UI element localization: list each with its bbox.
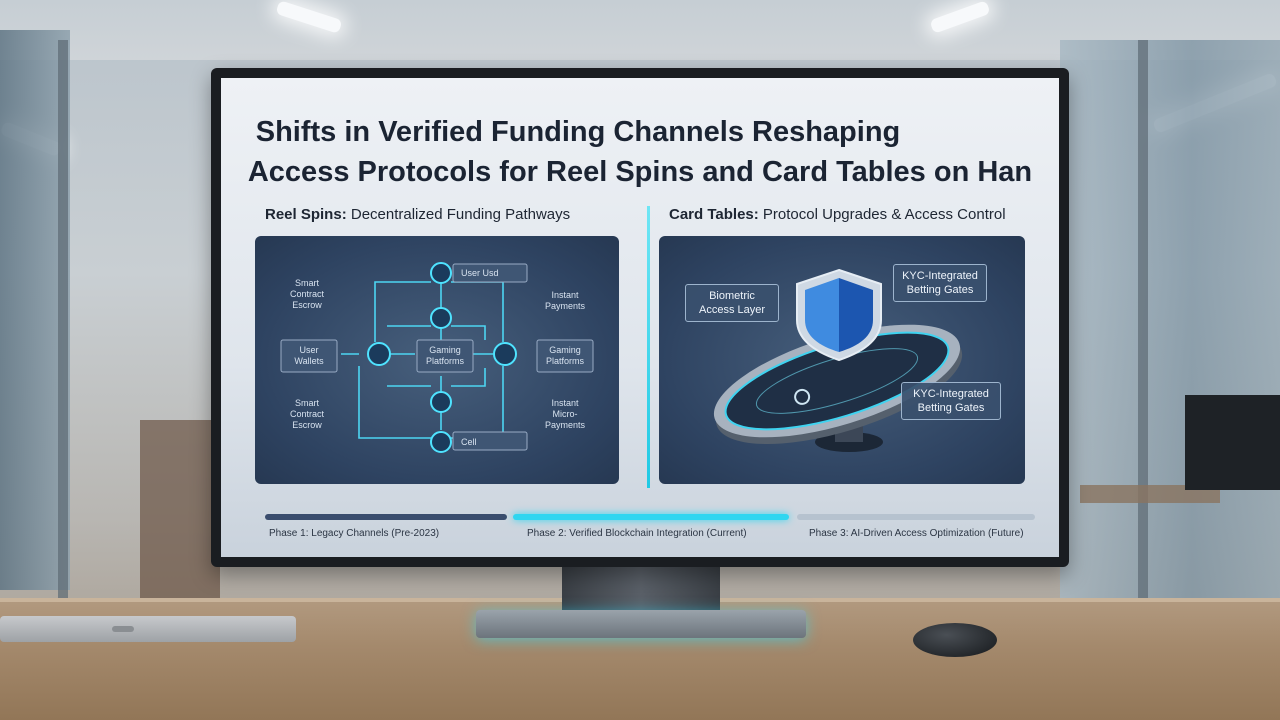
right-section-label-bold: Card Tables: — [669, 206, 759, 223]
phase-2-bar — [513, 514, 789, 520]
reel-spins-diagram-panel: Smart Contract Escrow User Wallets Smart… — [255, 236, 619, 484]
instant-micro-l3: Payments — [545, 420, 586, 430]
kyc-top-l1: KYC-Integrated — [902, 270, 978, 282]
slide-title-line-2: Access Protocols for Reel Spins and Card… — [247, 156, 1033, 188]
bottom-node-label: Cell — [461, 437, 477, 447]
background-monitor — [1185, 395, 1280, 490]
biometric-l2: Access Layer — [698, 304, 766, 316]
laptop-logo — [112, 626, 134, 632]
phase-2-label: Phase 2: Verified Blockchain Integration… — [527, 528, 747, 539]
smart-contract-bottom-l2: Contract — [290, 409, 325, 419]
table-chip-icon — [794, 388, 811, 405]
phase-1-label: Phase 1: Legacy Channels (Pre-2023) — [269, 528, 440, 539]
kyc-bottom-l2: Betting Gates — [917, 402, 985, 414]
laptop — [0, 616, 296, 642]
bottom-node-label-box — [452, 431, 528, 451]
bottom-node-icon — [430, 431, 452, 453]
slide-title-line-1: Shifts in Verified Funding Channels Resh… — [255, 116, 901, 148]
poker-table — [713, 324, 963, 445]
user-wallets-l2: Wallets — [294, 356, 324, 366]
instant-micro-l2: Micro- — [553, 409, 578, 419]
right-box-l2: Platforms — [546, 356, 585, 366]
diagram-labels: Smart Contract Escrow User Wallets Smart… — [290, 268, 586, 447]
left-section-label-bold: Reel Spins: — [265, 206, 347, 223]
lower-node-icon — [430, 391, 452, 413]
smart-contract-bottom-l3: Escrow — [292, 420, 322, 430]
right-section-label: Card Tables: Protocol Upgrades & Access … — [669, 206, 1006, 223]
biometric-l1: Biometric — [709, 290, 755, 302]
smart-contract-bottom-l1: Smart — [295, 398, 320, 408]
kyc-callout-bottom: KYC-Integrated Betting Gates — [901, 382, 1001, 420]
left-section-label-text: Decentralized Funding Pathways — [346, 206, 571, 223]
center-gaming-platforms-box — [416, 339, 474, 373]
monitor-bezel: Shifts in Verified Funding Channels Resh… — [211, 68, 1069, 567]
instant-micro-l1: Instant — [551, 398, 579, 408]
phase-timeline — [265, 514, 1035, 520]
top-node-icon — [430, 262, 452, 284]
glass-frame — [1138, 40, 1148, 600]
biometric-access-callout: Biometric Access Layer — [685, 284, 779, 322]
user-wallets-l1: User — [299, 345, 318, 355]
phase-1-bar — [265, 514, 507, 520]
glass-wall-right — [1060, 40, 1280, 600]
kyc-top-l2: Betting Gates — [906, 284, 974, 296]
left-hub-icon — [367, 342, 391, 366]
background-cabinet — [140, 420, 220, 600]
instant-payments-l1: Instant — [551, 290, 579, 300]
funding-flow-diagram: Smart Contract Escrow User Wallets Smart… — [280, 262, 594, 453]
card-tables-illustration-panel: Biometric Access Layer KYC-Integrated Be… — [659, 236, 1025, 484]
center-box-l2: Platforms — [426, 356, 465, 366]
kyc-bottom-l1: KYC-Integrated — [913, 388, 989, 400]
right-hub-icon — [493, 342, 517, 366]
top-node-label-box — [452, 263, 528, 283]
top-node-label: User Usd — [461, 268, 499, 278]
right-gaming-platforms-box — [536, 339, 594, 373]
monitor-screen: Shifts in Verified Funding Channels Resh… — [221, 78, 1059, 557]
shield-icon — [796, 268, 882, 362]
instant-payments-l2: Payments — [545, 301, 586, 311]
smart-contract-top-l3: Escrow — [292, 300, 322, 310]
smart-contract-top-l1: Smart — [295, 278, 320, 288]
monitor-stand-neck — [562, 567, 720, 617]
phase-3-bar — [797, 514, 1035, 520]
glass-frame — [58, 40, 68, 600]
table-inner-ring — [755, 348, 919, 414]
monitor-stand-base — [476, 610, 806, 638]
upper-node-icon — [430, 307, 452, 329]
diagram-boxes — [280, 263, 594, 451]
computer-mouse — [913, 623, 997, 657]
right-box-l1: Gaming — [549, 345, 581, 355]
section-divider — [647, 206, 650, 488]
diagram-nodes — [367, 262, 517, 453]
phase-3-label: Phase 3: AI-Driven Access Optimization (… — [809, 528, 1024, 539]
user-wallets-box — [280, 339, 338, 373]
card-table-illustration — [713, 268, 963, 452]
left-section-label: Reel Spins: Decentralized Funding Pathwa… — [265, 206, 570, 223]
kyc-callout-top: KYC-Integrated Betting Gates — [893, 264, 987, 302]
smart-contract-top-l2: Contract — [290, 289, 325, 299]
center-box-l1: Gaming — [429, 345, 461, 355]
right-section-label-text: Protocol Upgrades & Access Control — [758, 206, 1006, 223]
